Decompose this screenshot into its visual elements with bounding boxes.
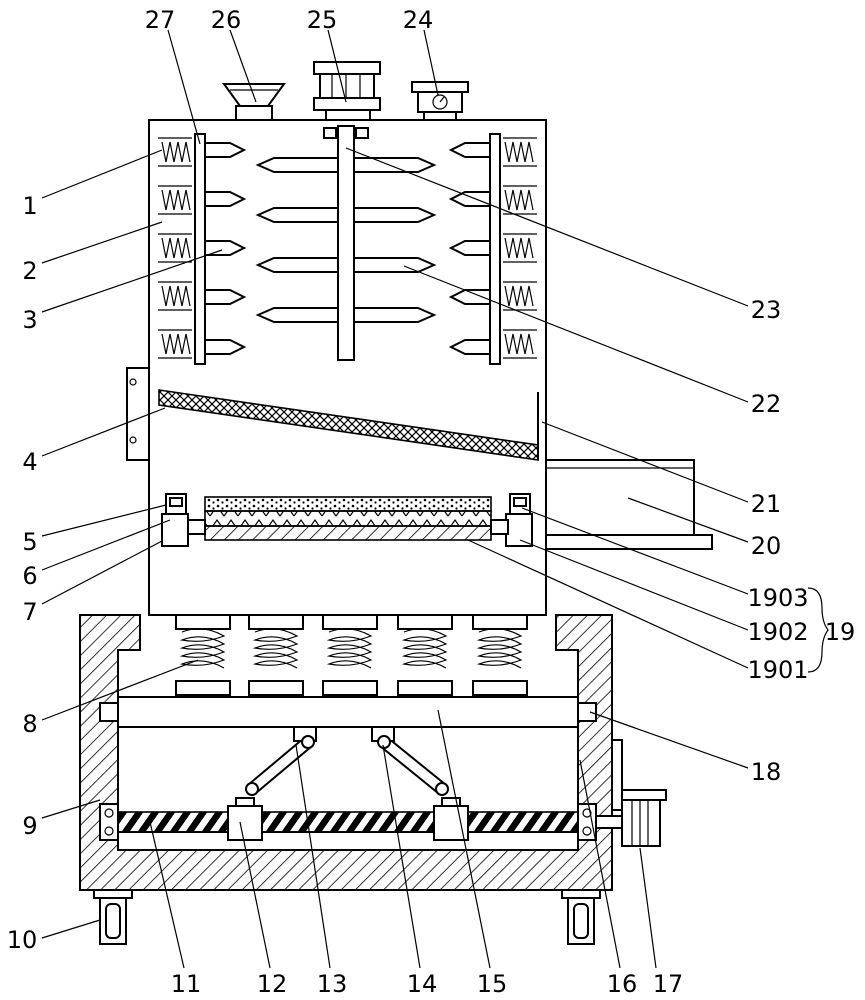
stirring-shaft	[323, 125, 369, 361]
label-22: 22	[751, 390, 782, 418]
top-motor	[313, 61, 381, 121]
label-10: 10	[7, 926, 38, 954]
label-27: 27	[145, 6, 176, 34]
label-21: 21	[751, 490, 782, 518]
label-9: 9	[22, 812, 37, 840]
label-1901: 1901	[747, 656, 808, 684]
label-16: 16	[607, 970, 638, 998]
label-7: 7	[22, 598, 37, 626]
label-12: 12	[257, 970, 288, 998]
drive-motor	[595, 739, 667, 847]
lift-plate	[99, 696, 597, 785]
label-18: 18	[751, 758, 782, 786]
wheels	[93, 889, 601, 945]
part-labels: 1 2 3 4 5 6 7 8 9 10 11 12 13 14 15 16 1…	[7, 6, 856, 998]
label-17: 17	[653, 970, 684, 998]
label-2: 2	[22, 257, 37, 285]
right-crusher-assembly	[448, 133, 537, 365]
label-6: 6	[22, 562, 37, 590]
leader-lines	[41, 29, 829, 969]
label-1902: 1902	[747, 618, 808, 646]
label-13: 13	[317, 970, 348, 998]
label-1903: 1903	[747, 584, 808, 612]
label-19: 19	[825, 618, 856, 646]
filter-assembly	[161, 493, 533, 547]
label-8: 8	[22, 710, 37, 738]
left-crusher-assembly	[158, 133, 247, 365]
base-frame	[79, 614, 613, 891]
label-20: 20	[751, 532, 782, 560]
collection-box	[545, 459, 713, 550]
label-25: 25	[307, 6, 338, 34]
label-14: 14	[407, 970, 438, 998]
inclined-screen	[158, 389, 539, 461]
stirring-blades	[255, 157, 437, 323]
shock-springs	[175, 614, 528, 696]
feed-hopper	[222, 83, 286, 121]
label-3: 3	[22, 306, 37, 334]
label-1: 1	[22, 192, 37, 220]
label-4: 4	[22, 448, 37, 476]
label-26: 26	[211, 6, 242, 34]
label-15: 15	[477, 970, 508, 998]
screw-mechanism	[99, 726, 597, 851]
label-11: 11	[171, 970, 202, 998]
pressure-gauge	[411, 81, 469, 121]
label-23: 23	[751, 296, 782, 324]
label-5: 5	[22, 528, 37, 556]
label-24: 24	[403, 6, 434, 34]
